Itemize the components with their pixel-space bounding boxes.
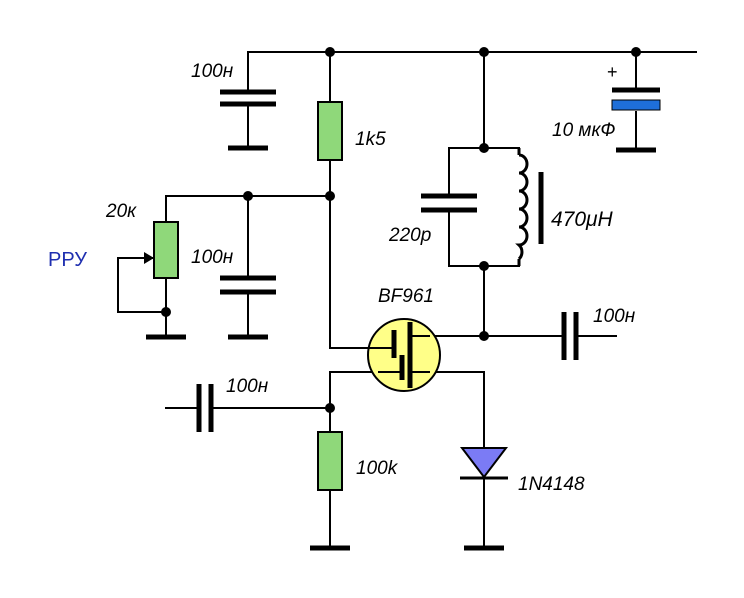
capacitor-electrolytic (611, 87, 661, 111)
junction-dot (325, 47, 335, 57)
junction-dot (325, 403, 335, 413)
inductor-470uh (515, 148, 544, 266)
label-diode: 1N4148 (518, 474, 585, 495)
capacitor-tank (421, 193, 477, 213)
capacitor-output (561, 312, 579, 360)
junction-dot (243, 191, 253, 201)
junction-dot (479, 47, 489, 57)
resistor-1k5 (317, 101, 343, 161)
junction-dot (479, 261, 489, 271)
junction-dot (631, 47, 641, 57)
ground-symbols (146, 145, 656, 551)
capacitor-input (196, 384, 214, 432)
label-c-electrolytic: 10 мкФ (552, 120, 616, 141)
label-r-100k: 100k (356, 458, 399, 479)
label-c-top: 100н (191, 61, 234, 82)
transistor-bf961 (367, 318, 441, 392)
label-electrolytic-plus: + (607, 62, 618, 82)
label-pot: 20к (105, 201, 137, 222)
junction-dots (161, 47, 641, 413)
label-agc: РРУ (48, 249, 87, 271)
label-c-in: 100н (226, 376, 269, 397)
label-c-tank: 220р (388, 225, 431, 246)
electrolytic-plate (611, 99, 661, 111)
junction-dot (161, 307, 171, 317)
junction-dot (325, 191, 335, 201)
label-c-out: 100н (593, 306, 636, 327)
capacitor-top-left (220, 89, 276, 107)
capacitor-mid (220, 275, 276, 295)
label-transistor: BF961 (378, 286, 434, 307)
resistor-100k (317, 431, 343, 491)
label-inductor: 470μH (551, 208, 614, 231)
label-c-mid: 100н (191, 247, 234, 268)
diode-1n4148 (459, 447, 509, 480)
junction-dot (479, 143, 489, 153)
junction-dot (479, 331, 489, 341)
potentiometer-20k (144, 221, 179, 279)
label-r-1k5: 1k5 (355, 129, 386, 150)
